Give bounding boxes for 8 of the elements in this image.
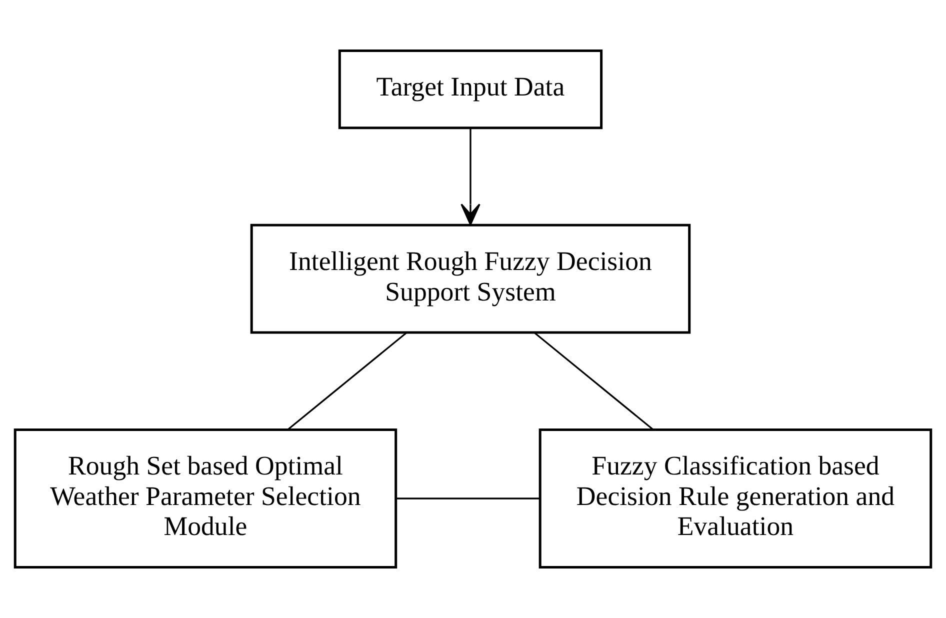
node-box: Rough Set based Optimal Weather Parameter Selection Module — [14, 428, 398, 569]
arrow — [460, 128, 480, 226]
connector — [396, 498, 540, 500]
node-box: Target Input Data — [338, 49, 603, 130]
node-box: Intelligent Rough Fuzzy Decision Support System — [250, 224, 691, 334]
connector — [288, 332, 407, 430]
node-box: Fuzzy Classification based Decision Rule generation and Evaluation — [538, 428, 932, 569]
connector — [534, 332, 654, 430]
